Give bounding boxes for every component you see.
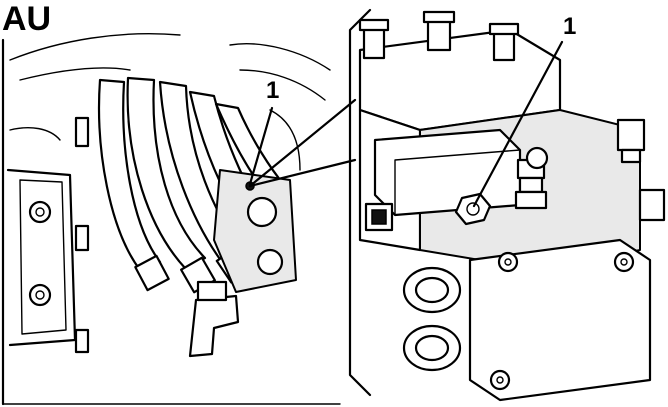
zoom-line-upper [248,98,357,188]
callout-label-right: 1 [563,13,576,40]
elbow-fitting [188,294,240,358]
fitting-nut [196,280,228,302]
hose-ferrule [134,254,170,292]
bolt-head [489,369,511,391]
bolt-head [28,283,52,307]
side-cap [616,118,646,164]
bolt-head [613,251,635,273]
overview-panel [1,33,357,406]
contour-line [269,109,301,171]
top-fitting [358,18,390,60]
contour-line [239,69,326,101]
cover-edge [394,149,521,216]
valve-port [246,196,278,228]
zoom-line-lower [248,158,357,188]
top-fitting [488,22,520,62]
leader-line-right [472,40,564,208]
side-cap [638,188,666,222]
valve-port [256,248,284,276]
square-plug [364,202,394,232]
contour-line [9,127,61,141]
contour-line [229,43,331,71]
clamp-block [74,328,90,354]
bracket-inner [19,179,67,335]
port-fitting [402,324,462,372]
detail-panel [348,8,666,402]
bolt-head [497,251,519,273]
adjuster-stack [514,146,549,210]
port-fitting [402,266,462,314]
bolt-head [28,200,52,224]
callout-label-left: 1 [266,77,279,104]
clamp-block [74,116,90,148]
top-fitting [422,10,456,52]
contour-line [9,33,181,61]
valve-cover [373,128,522,217]
leader-line-left [248,106,274,186]
bleed-screw [454,192,492,226]
lower-manifold [468,238,652,402]
figure-tag: AU [2,0,51,38]
contour-line [19,67,131,81]
mounting-bracket [6,168,77,347]
clamp-block [74,224,90,252]
